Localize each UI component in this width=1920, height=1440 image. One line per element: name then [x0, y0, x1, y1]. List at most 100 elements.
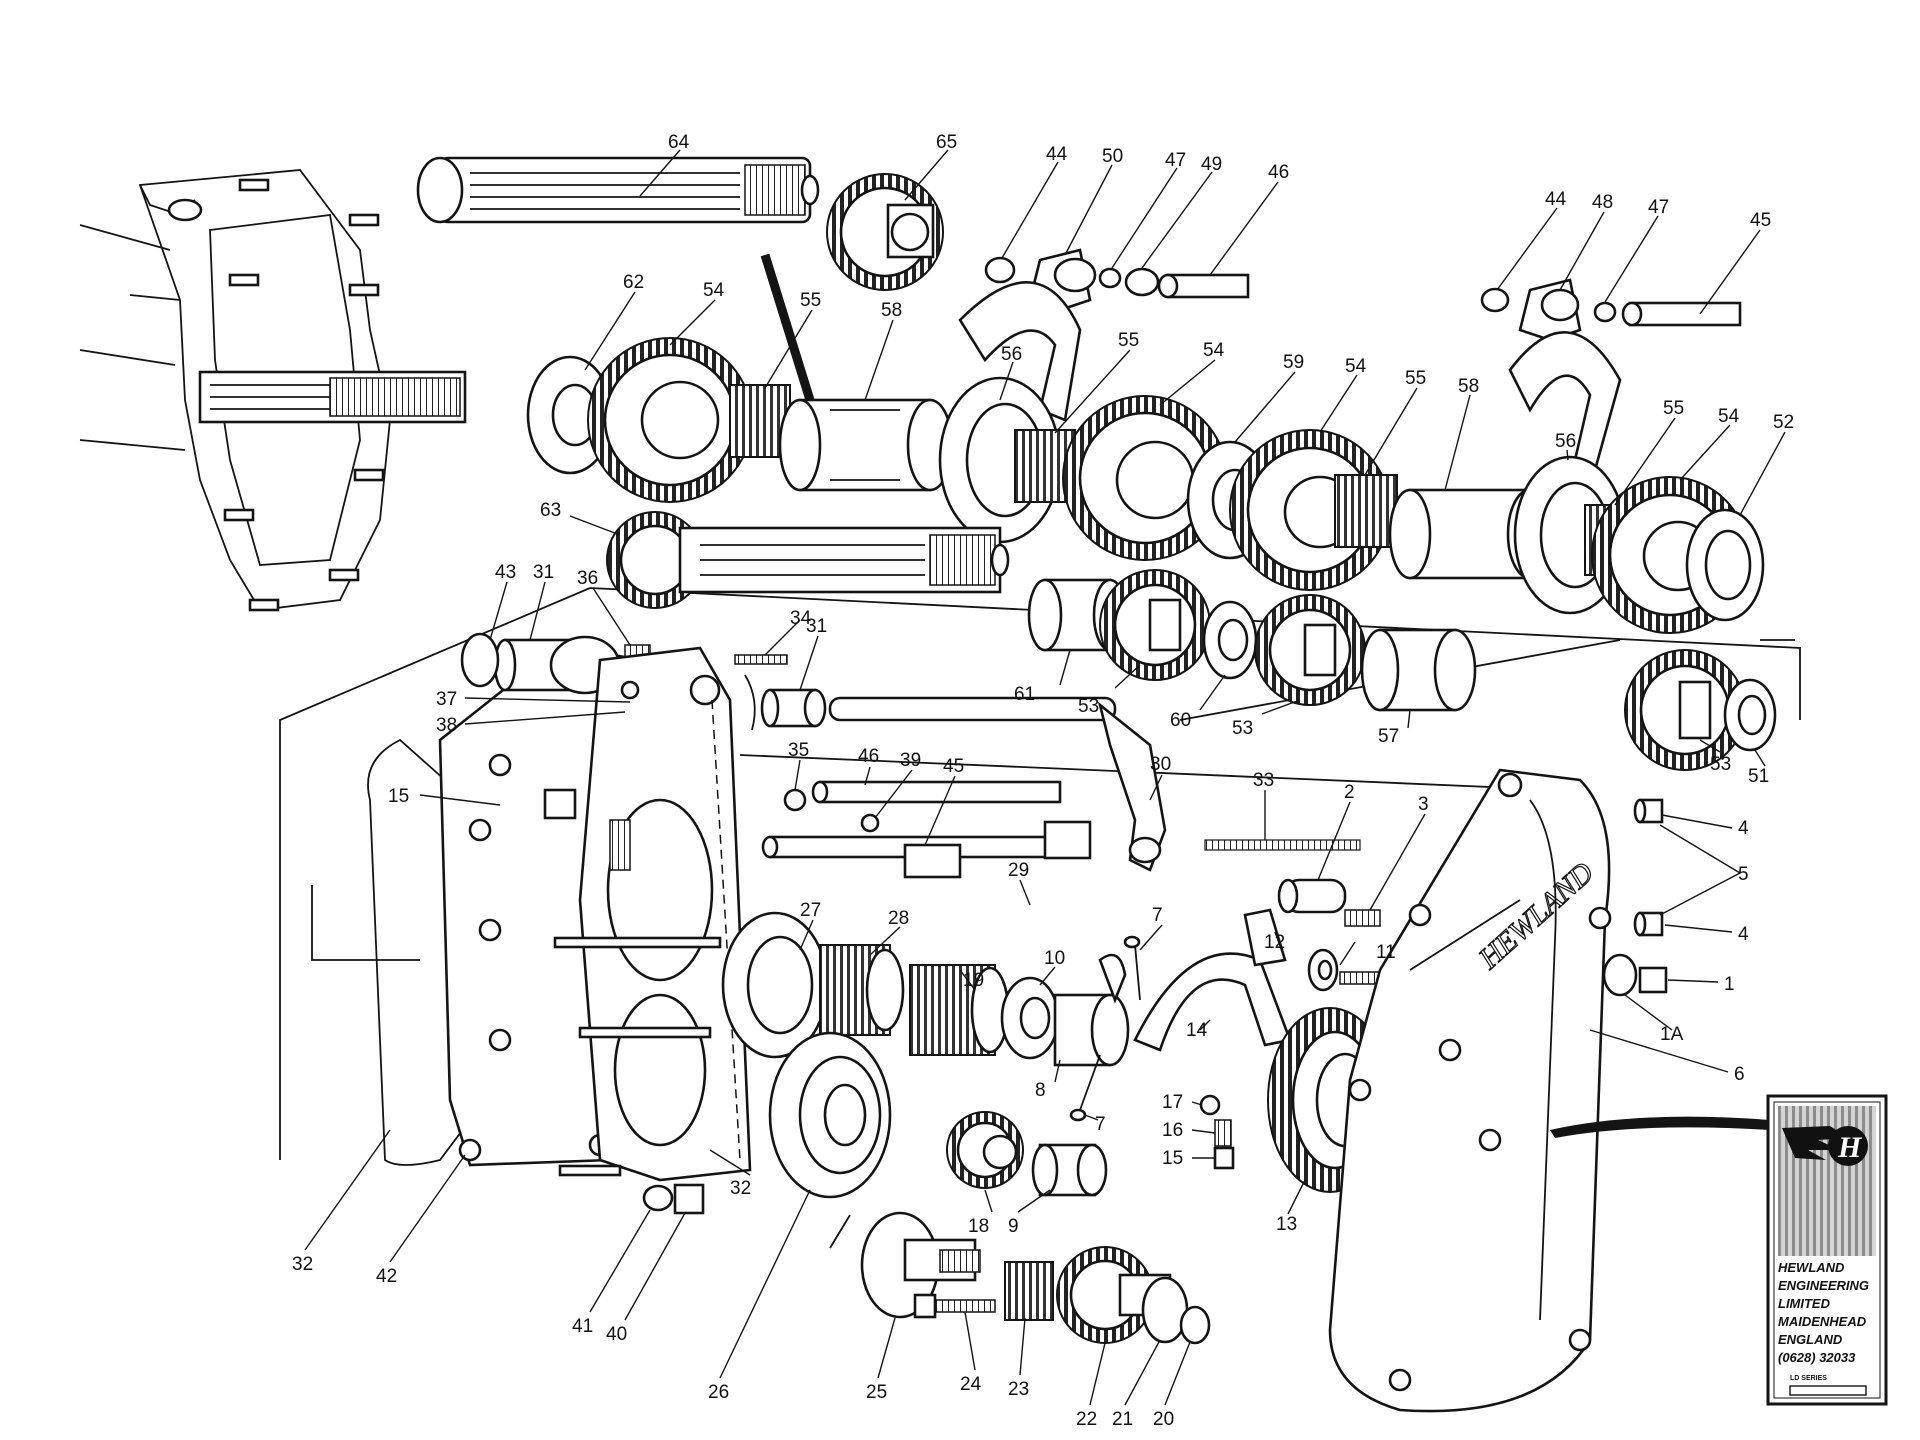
gear-54-left: [587, 337, 753, 503]
washer-nut-41-40: [642, 1183, 705, 1215]
callout-55: 55: [800, 290, 821, 311]
callout-44: 44: [1046, 144, 1068, 165]
callout-20: 20: [1153, 1409, 1174, 1430]
callout-57: 57: [1378, 726, 1399, 747]
callout-24: 24: [960, 1374, 982, 1395]
callout-37: 37: [436, 689, 457, 710]
gear-53-c: [1624, 649, 1746, 771]
gear-65: [826, 173, 944, 291]
nameplate: H HEWLAND ENGINEERING LIMITED MAIDENHEAD…: [1766, 1094, 1888, 1406]
callout-54: 54: [703, 280, 725, 301]
callout-8: 8: [1035, 1080, 1046, 1101]
callout-54: 54: [1345, 356, 1367, 377]
callout-52: 52: [1773, 412, 1794, 433]
callout-64: 64: [668, 132, 690, 153]
selector-fork-50: [958, 248, 1097, 422]
callout-51: 51: [1748, 766, 1769, 787]
callout-60: 60: [1170, 710, 1191, 731]
studs-lower: [553, 936, 722, 1177]
gear-53-b: [1254, 594, 1366, 706]
callout-15: 15: [388, 786, 409, 807]
callout-55: 55: [1663, 398, 1684, 419]
callout-27: 27: [800, 900, 821, 921]
callout-10: 10: [1044, 948, 1065, 969]
callout-55: 55: [1118, 330, 1139, 351]
roller-bearing-55-centre: [1334, 474, 1398, 548]
callout-2: 2: [1344, 782, 1355, 803]
callout-50: 50: [1102, 146, 1123, 167]
input-shaft: [198, 370, 467, 424]
callout-46: 46: [1268, 162, 1289, 183]
callout-39: 39: [900, 750, 921, 771]
callout-62: 62: [623, 272, 644, 293]
callout-18: 18: [968, 1216, 989, 1237]
callout-38: 38: [436, 715, 457, 736]
selector-rod-45: [761, 820, 1092, 879]
callout-6: 6: [1734, 1064, 1745, 1085]
callout-7: 7: [1152, 905, 1163, 926]
callout-26: 26: [708, 1382, 729, 1403]
output-shaft-assembly: [860, 1211, 1211, 1345]
nameplate-line-4: MAIDENHEAD: [1778, 1314, 1867, 1329]
taper-bearing-28: [819, 944, 905, 1036]
callout-48: 48: [1592, 192, 1613, 213]
callout-31: 31: [533, 562, 554, 583]
callout-14: 14: [1186, 1020, 1208, 1041]
callout-3: 3: [1418, 794, 1429, 815]
series-label: LD SERIES: [1790, 1375, 1827, 1382]
callout-36: 36: [577, 568, 598, 589]
nameplate-pointer: [1550, 1116, 1770, 1138]
taper-bearing-26: [768, 1031, 892, 1199]
callout-47: 47: [1648, 197, 1669, 218]
callout-56: 56: [1001, 344, 1022, 365]
callout-9: 9: [1008, 1216, 1019, 1237]
nameplate-line-5: ENGLAND: [1778, 1332, 1843, 1347]
callout-1A: 1A: [1660, 1024, 1684, 1045]
callout-63: 63: [540, 500, 561, 521]
callout-35: 35: [788, 740, 809, 761]
callout-17: 17: [1162, 1092, 1183, 1113]
serial-box: [1789, 1385, 1867, 1396]
washer-12: [1307, 948, 1339, 992]
spring-3: [1344, 909, 1381, 927]
spring-33: [1204, 839, 1361, 851]
callout-22: 22: [1076, 1409, 1097, 1430]
callout-61: 61: [1014, 684, 1035, 705]
callout-47: 47: [1165, 150, 1186, 171]
detent-17-16-15: [1199, 1094, 1235, 1170]
selector-shaft-30: [828, 696, 1167, 872]
callout-58: 58: [881, 300, 902, 321]
fork-pins-top: [984, 256, 1250, 299]
bearing-housing-31-left: [460, 632, 621, 695]
callout-45: 45: [943, 756, 964, 777]
callout-59: 59: [1283, 352, 1304, 373]
callout-19: 19: [963, 970, 984, 991]
callout-15: 15: [1162, 1148, 1183, 1169]
gear-53-a: [1099, 569, 1211, 681]
callout-43: 43: [495, 562, 516, 583]
washer-51: [1723, 678, 1777, 752]
nameplate-line-3: LIMITED: [1778, 1296, 1831, 1311]
nameplate-line-1: HEWLAND: [1778, 1260, 1845, 1275]
bearing-cup-27: [721, 911, 829, 1059]
callout-54: 54: [1718, 406, 1740, 427]
emblem-letter: H: [1837, 1131, 1863, 1164]
callout-46: 46: [858, 746, 879, 767]
washer-52: [1685, 508, 1765, 622]
callout-53: 53: [1078, 696, 1099, 717]
gear-18: [946, 1111, 1024, 1189]
callout-4: 4: [1738, 924, 1749, 945]
callout-42: 42: [376, 1266, 397, 1287]
intermediate-plate: [578, 646, 752, 1182]
callout-23: 23: [1008, 1379, 1029, 1400]
gasket-32: [367, 738, 471, 1166]
callout-44: 44: [1545, 189, 1567, 210]
bush-31-right: [760, 688, 827, 728]
selector-rod-46: [783, 780, 1062, 833]
callout-31: 31: [806, 616, 827, 637]
callout-32: 32: [292, 1254, 313, 1275]
shifter-14: [1133, 908, 1292, 1052]
callout-29: 29: [1008, 860, 1029, 881]
callout-34: 34: [790, 608, 812, 629]
